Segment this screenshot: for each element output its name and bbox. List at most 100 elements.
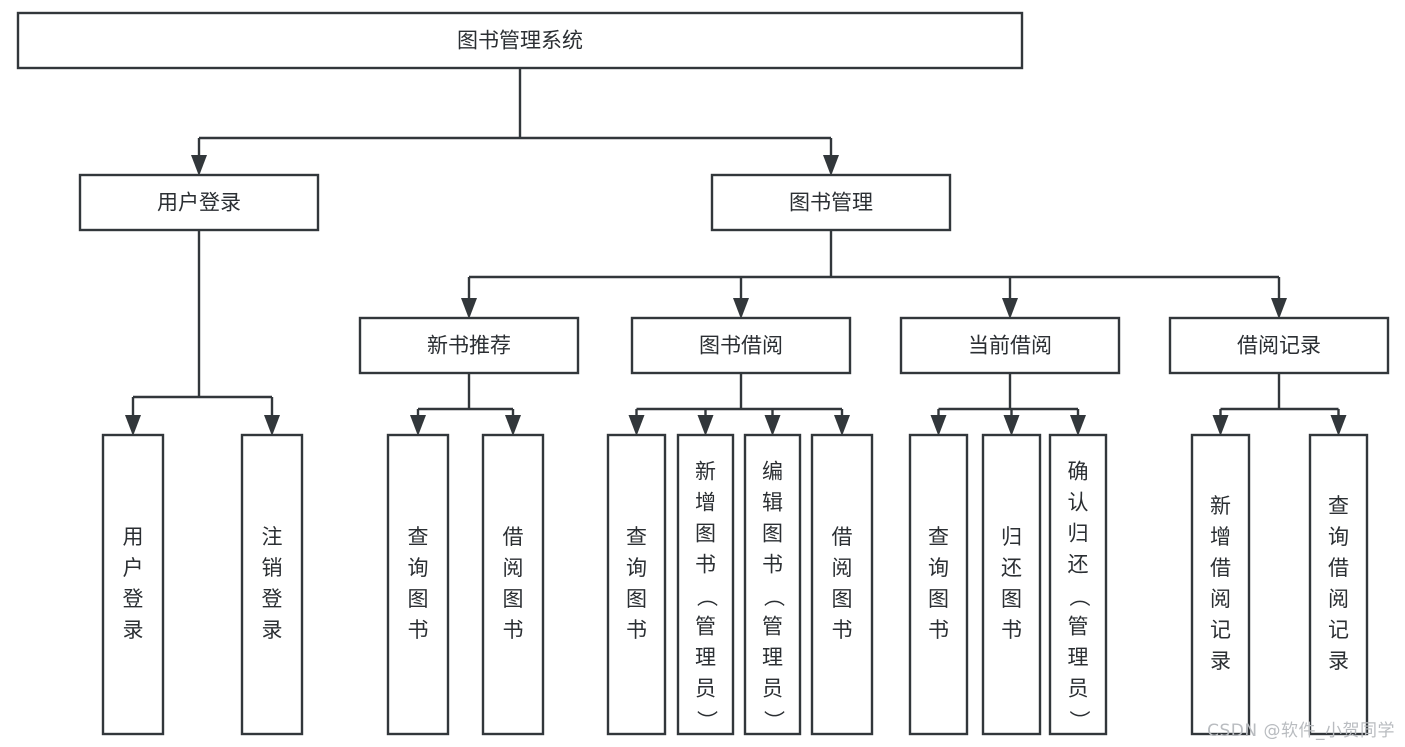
- node-label-char: 查: [626, 525, 647, 549]
- node-user-login[interactable]: 用户登录: [78, 173, 320, 232]
- arrow-head-icon: [930, 415, 947, 436]
- node-label-char: （: [762, 586, 786, 607]
- node-label-char: 查: [1328, 494, 1349, 518]
- node-box[interactable]: [908, 433, 969, 736]
- node-label-char: 员: [1068, 677, 1089, 701]
- node-label-char: 借: [1210, 556, 1231, 580]
- watermark-label: CSDN @软件_小贺同学: [1207, 721, 1395, 741]
- node-label-char: 增: [1210, 525, 1231, 549]
- node-label-char: 辑: [762, 491, 783, 515]
- arrow-head-icon: [834, 415, 850, 436]
- node-borrow-record[interactable]: 借阅记录: [1168, 316, 1390, 375]
- node-label-char: 询: [408, 556, 429, 580]
- node-label-char: 增: [695, 491, 716, 515]
- node-label-char: 书: [928, 618, 949, 642]
- node-label-char: 询: [1328, 525, 1349, 549]
- node-label-char: 询: [626, 556, 647, 580]
- arrow-head-icon: [1003, 415, 1020, 436]
- node-label: 图书管理系统: [457, 29, 583, 53]
- node-label-char: （: [1067, 586, 1091, 607]
- node-label: 图书管理: [789, 191, 873, 215]
- node-book-manage[interactable]: 图书管理: [710, 173, 952, 232]
- node-label-char: 员: [762, 677, 783, 701]
- node-label-char: 理: [762, 646, 783, 670]
- node-box[interactable]: [78, 173, 320, 232]
- node-box[interactable]: [1308, 433, 1369, 736]
- node-root[interactable]: 图书管理系统: [16, 11, 1024, 70]
- node-box[interactable]: [810, 433, 874, 736]
- node-label-char: 登: [123, 587, 144, 611]
- arrow-head-icon: [125, 415, 141, 436]
- node-box[interactable]: [101, 433, 165, 736]
- arrow-head-icon: [505, 415, 521, 436]
- node-label-char: 阅: [1328, 587, 1349, 611]
- node-box[interactable]: [743, 433, 802, 736]
- node-box[interactable]: [481, 433, 545, 736]
- node-label-char: 录: [1328, 649, 1349, 673]
- connector-group: [191, 68, 839, 176]
- node-label-char: 还: [1001, 556, 1022, 580]
- node-box[interactable]: [1168, 316, 1390, 375]
- node-label-char: ）: [762, 710, 786, 731]
- node-label-char: 录: [262, 618, 283, 642]
- node-box[interactable]: [1048, 433, 1108, 736]
- node-label-char: 图: [762, 522, 783, 546]
- node-box[interactable]: [710, 173, 952, 232]
- node-label-char: 图: [626, 587, 647, 611]
- node-box[interactable]: [630, 316, 852, 375]
- node-label: 用户登录: [157, 191, 241, 215]
- node-box[interactable]: [386, 433, 450, 736]
- node-box[interactable]: [240, 433, 304, 736]
- node-label-char: 借: [503, 525, 524, 549]
- connector-group: [1212, 373, 1347, 436]
- node-label-char: 阅: [1210, 587, 1231, 611]
- node-label-char: 归: [1001, 525, 1022, 549]
- arrow-head-icon: [410, 415, 426, 436]
- node-label-char: 编: [762, 460, 783, 484]
- node-label-char: 用: [123, 525, 144, 549]
- node-label-char: ）: [1067, 710, 1091, 731]
- node-current-borrow[interactable]: 当前借阅: [899, 316, 1121, 375]
- node-book-borrow[interactable]: 图书借阅: [630, 316, 852, 375]
- node-box[interactable]: [16, 11, 1024, 70]
- node-label-char: 书: [762, 553, 783, 577]
- connector-group: [410, 373, 521, 436]
- node-box[interactable]: [358, 316, 580, 375]
- node-label-char: 新: [1210, 494, 1231, 518]
- node-box[interactable]: [981, 433, 1042, 736]
- node-label-char: 注: [262, 525, 283, 549]
- node-box[interactable]: [899, 316, 1121, 375]
- arrow-head-icon: [823, 155, 839, 176]
- node-label: 新书推荐: [427, 334, 511, 358]
- node-label-char: ）: [695, 710, 719, 731]
- node-label-char: 图: [1001, 587, 1022, 611]
- node-label-char: 还: [1068, 553, 1089, 577]
- node-box[interactable]: [606, 433, 667, 736]
- node-box[interactable]: [676, 433, 735, 736]
- node-label-char: 询: [928, 556, 949, 580]
- node-label-char: 新: [695, 460, 716, 484]
- node-box[interactable]: [1190, 433, 1251, 736]
- node-label-char: 理: [1068, 646, 1089, 670]
- node-leaf-user-login[interactable]: 用户登录: [101, 433, 165, 736]
- node-label-char: 归: [1068, 522, 1089, 546]
- arrow-head-icon: [1330, 415, 1347, 436]
- node-label-char: 图: [408, 587, 429, 611]
- node-label-char: 记: [1328, 618, 1349, 642]
- arrow-head-icon: [191, 155, 207, 176]
- node-new-book-rec[interactable]: 新书推荐: [358, 316, 580, 375]
- connector-group: [125, 230, 280, 436]
